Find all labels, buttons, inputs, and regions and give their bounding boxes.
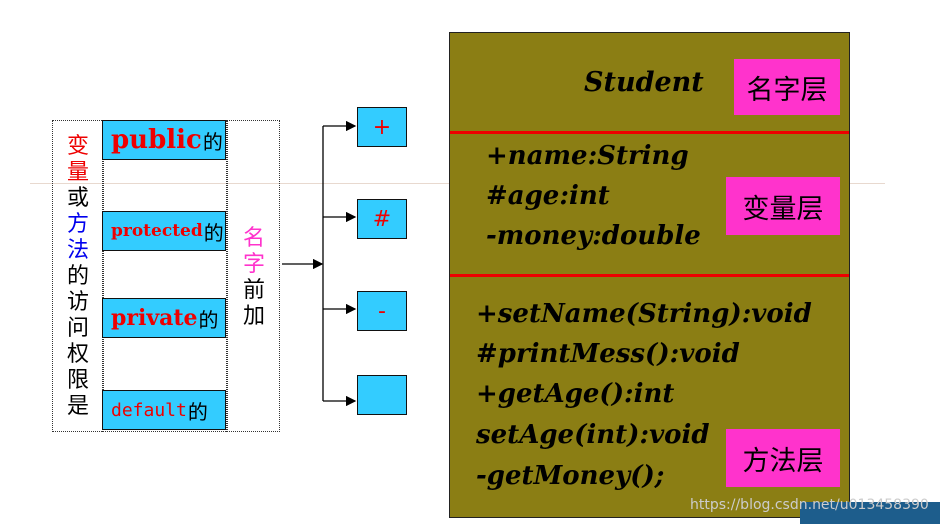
symbol-minus: - — [357, 291, 407, 331]
modifier-word: default — [111, 399, 187, 421]
access-caption-char: 变 — [66, 134, 89, 159]
access-caption-char: 量 — [66, 160, 89, 185]
modifier-suffix: 的 — [203, 220, 224, 245]
class-name: Student — [584, 67, 704, 98]
modifier-suffix: 的 — [202, 129, 223, 154]
name-layer-tag: 名字层 — [734, 59, 840, 115]
uml-class-box: Student 名字层 +name:String #age:int -money… — [449, 32, 850, 518]
access-caption-char: 法 — [66, 238, 89, 263]
access-caption-char: 方 — [66, 212, 89, 237]
name-prefix-frame — [226, 120, 280, 432]
method-4: -getMoney(); — [476, 461, 665, 491]
site-logo — [800, 502, 940, 524]
modifier-word: public — [111, 125, 202, 155]
access-frame — [52, 120, 104, 432]
attribute-1: #age:int — [486, 181, 610, 211]
attr-layer-tag: 变量层 — [726, 177, 840, 235]
modifier-word: private — [111, 305, 198, 331]
access-caption-char: 或 — [66, 186, 89, 211]
symbol-blank — [357, 375, 407, 415]
watermark-url: https://blog.csdn.net/u013458390 — [690, 497, 929, 513]
modifier-suffix: 的 — [198, 307, 219, 332]
divider-name — [450, 131, 849, 134]
method-3: setAge(int):void — [476, 420, 710, 450]
attribute-0: +name:String — [486, 141, 689, 171]
method-layer-tag: 方法层 — [726, 429, 840, 487]
modifier-suffix: 的 — [187, 399, 208, 424]
name-prefix-char: 前 — [242, 278, 265, 303]
access-caption-char: 问 — [66, 316, 89, 341]
symbol-hash: # — [357, 199, 407, 239]
symbol-plus: + — [357, 107, 407, 147]
access-caption-char: 权 — [66, 342, 89, 367]
access-caption-char: 限 — [66, 368, 89, 393]
name-prefix-caption: 名字前加 — [240, 226, 268, 330]
access-caption-char: 是 — [66, 394, 89, 419]
attribute-2: -money:double — [486, 221, 701, 251]
method-0: +setName(String):void — [476, 299, 812, 329]
modifier-word: protected — [111, 221, 203, 241]
access-caption-char: 访 — [66, 290, 89, 315]
method-2: +getAge():int — [476, 379, 675, 409]
access-caption: 变量或方法的访问权限是 — [64, 134, 92, 420]
name-prefix-char: 加 — [242, 304, 265, 329]
modifier-frame — [102, 120, 228, 432]
method-1: #printMess():void — [476, 339, 740, 369]
divider-attr — [450, 274, 849, 277]
name-prefix-char: 名 — [242, 226, 265, 251]
name-prefix-char: 字 — [242, 252, 265, 277]
access-caption-char: 的 — [66, 264, 89, 289]
